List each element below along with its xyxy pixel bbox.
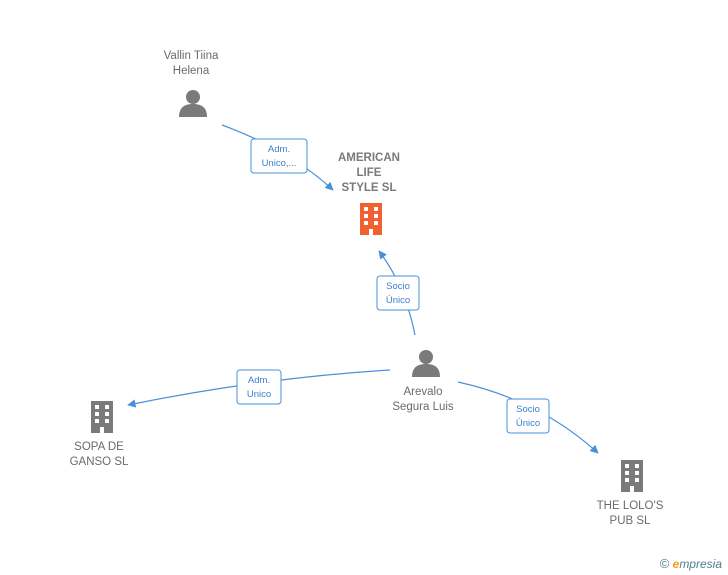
node-label-line: Helena	[173, 65, 210, 77]
brand-footer[interactable]: © empresia	[660, 556, 722, 571]
node-label-line: LIFE	[357, 167, 382, 179]
person-icon	[412, 350, 440, 377]
node-american-life-style[interactable]: AMERICAN LIFE STYLE SL	[338, 152, 400, 235]
node-label-line: Arevalo	[404, 386, 443, 398]
node-label-line: STYLE SL	[342, 182, 397, 194]
brand-logo-initial: e	[672, 557, 680, 571]
edge-label-line: Adm.	[248, 375, 270, 386]
node-label-line: Segura Luis	[392, 401, 454, 413]
edge-label-line: Unico,...	[262, 158, 297, 169]
edge-label-arevalo-lolos[interactable]: Socio Único	[506, 398, 550, 434]
copyright-icon: ©	[659, 556, 670, 571]
brand-logo-text: mpresia	[679, 557, 722, 571]
node-sopa-de-ganso[interactable]: SOPA DE GANSO SL	[70, 401, 129, 468]
node-arevalo-segura-luis[interactable]: Arevalo Segura Luis	[392, 350, 454, 413]
node-the-lolos-pub[interactable]: THE LOLO'S PUB SL	[597, 460, 664, 527]
node-label-line: AMERICAN	[338, 152, 400, 164]
person-icon	[179, 90, 207, 117]
edge-label-line: Adm.	[268, 144, 290, 155]
edge-label-line: Socio	[386, 281, 410, 292]
edge-label-line: Único	[386, 295, 410, 306]
node-label-line: THE LOLO'S	[597, 500, 664, 512]
edge-label-line: Socio	[516, 404, 540, 415]
edge-label-line: Unico	[247, 389, 271, 400]
node-label-line: SOPA DE	[74, 441, 124, 453]
edge-label-arevalo-sopa[interactable]: Adm. Unico	[236, 369, 282, 405]
edge-label-line: Único	[516, 418, 540, 429]
building-icon	[91, 401, 113, 433]
building-icon	[621, 460, 643, 492]
edge-label-vallin[interactable]: Adm. Unico,...	[250, 138, 308, 174]
node-label-line: PUB SL	[610, 515, 652, 527]
edge-label-arevalo-american[interactable]: Socio Único	[376, 275, 420, 311]
node-label-line: Vallin Tiina	[164, 50, 219, 62]
node-vallin-tiina-helena[interactable]: Vallin Tiina Helena	[164, 50, 219, 117]
node-label-line: GANSO SL	[70, 456, 129, 468]
building-icon	[360, 203, 382, 235]
